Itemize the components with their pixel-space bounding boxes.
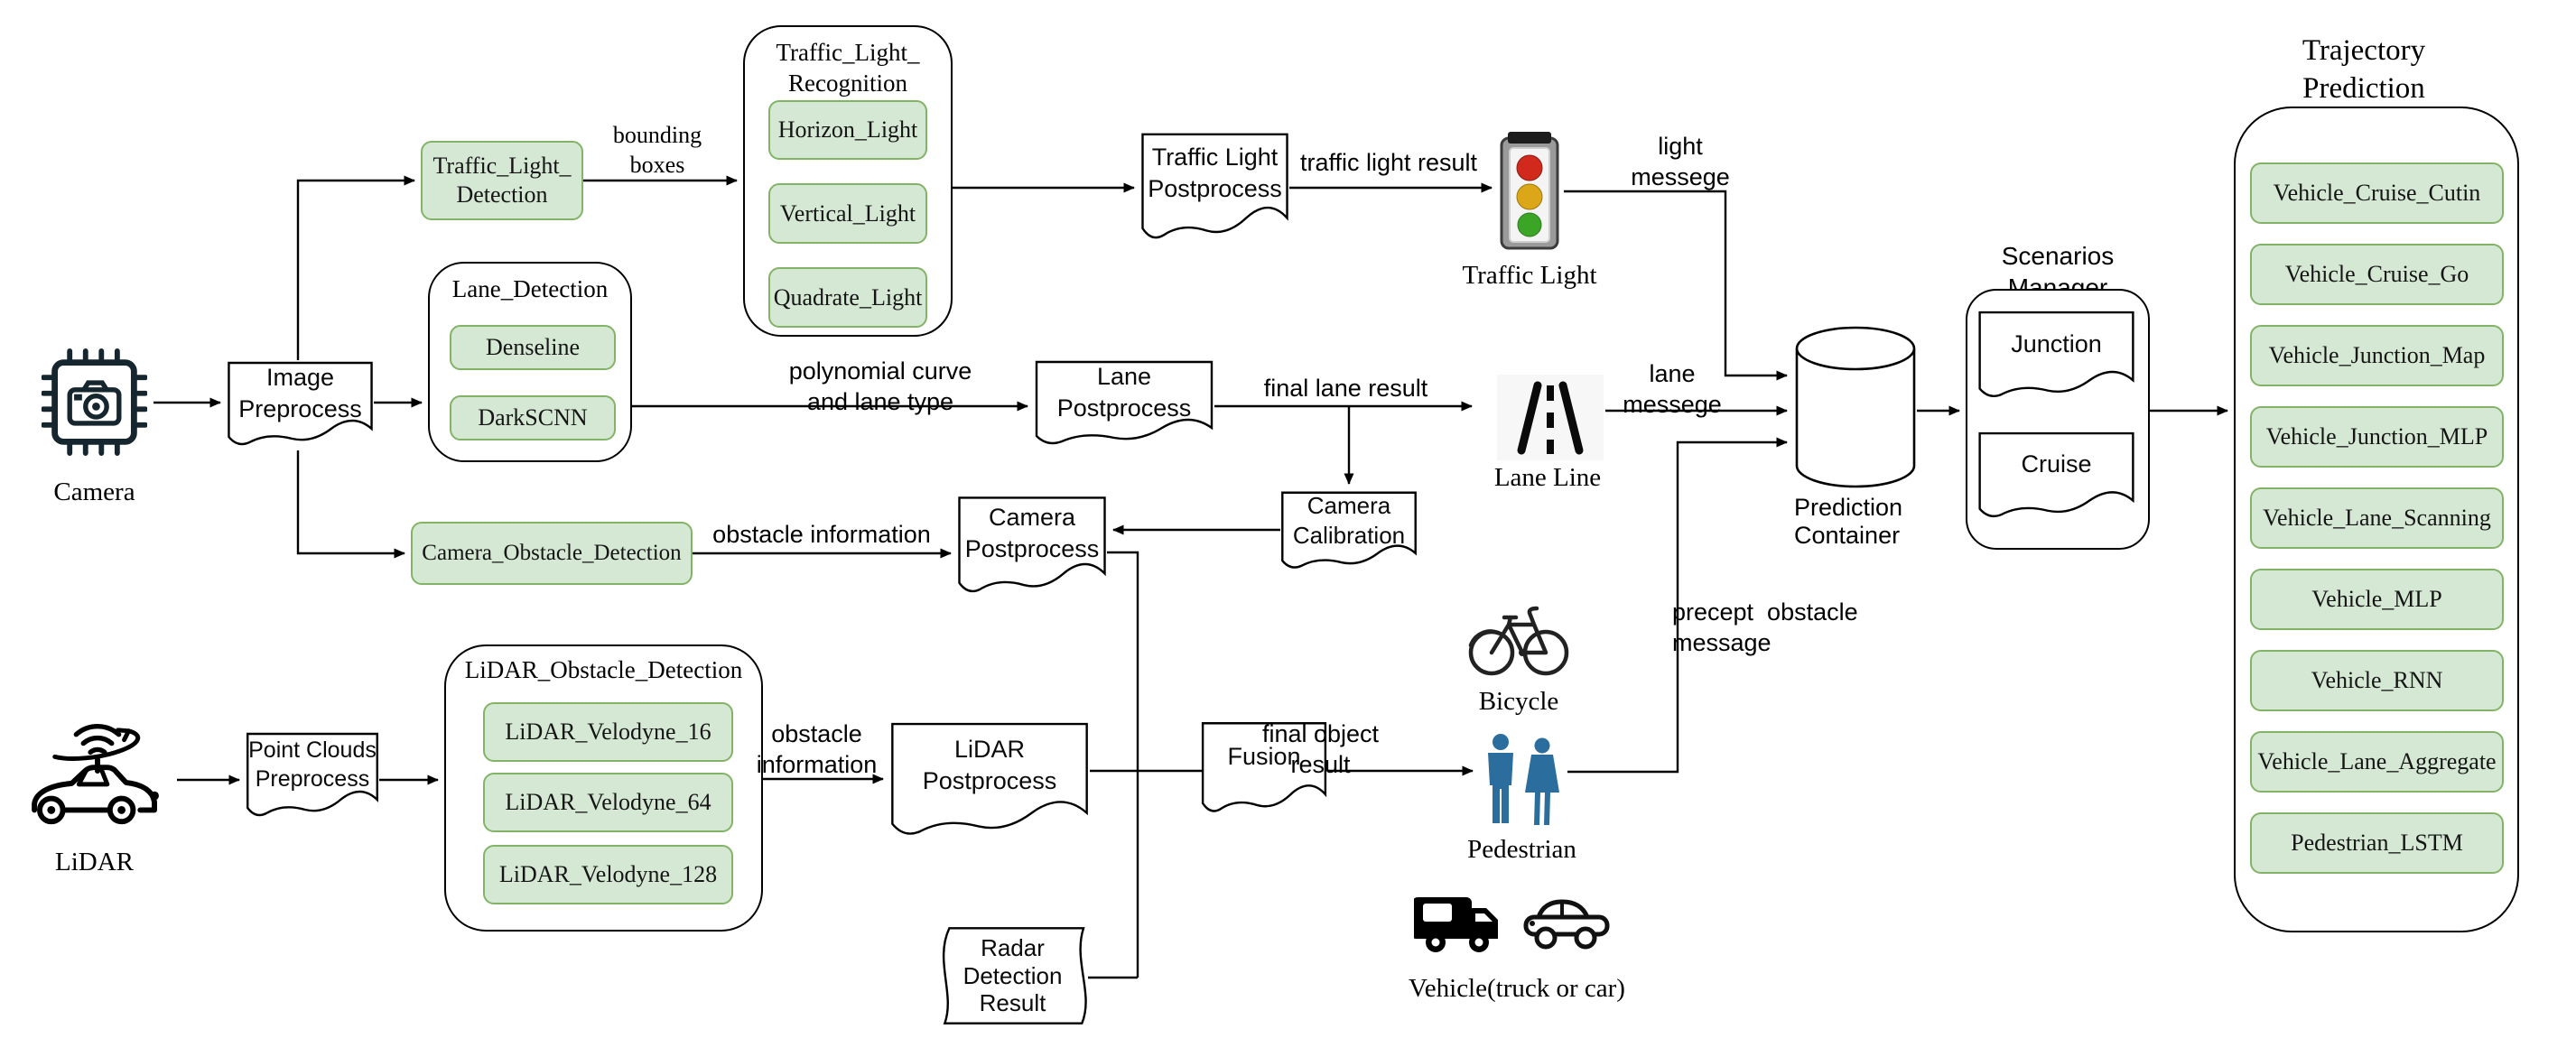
traffic-light-postprocess-label: Traffic Light Postprocess: [1148, 144, 1282, 202]
camera-obstacle-detection-module: Camera_Obstacle_Detection: [411, 522, 693, 585]
document-shape: [1280, 490, 1418, 573]
edge-camera-postprocess-down: [1107, 551, 1139, 978]
precept-obstacle-message-label: precept obstacle message: [1672, 598, 1858, 656]
trajectory-item-vehicle-cruise-go: Vehicle_Cruise_Go: [2250, 244, 2504, 305]
document-shape: [1201, 720, 1327, 818]
edge-image-preprocess-to-camera-obstacle-detection: [296, 450, 405, 559]
traffic-light-result-label: traffic light result: [1299, 149, 1478, 176]
lane-detection-title: Lane_Detection: [451, 274, 609, 302]
lane-postprocess-label: Lane Postprocess: [1056, 363, 1192, 422]
document-shape: [957, 495, 1107, 598]
horizon-light-module: Horizon_Light: [768, 100, 927, 160]
trajectory-item-vehicle-lane-aggregate: Vehicle_Lane_Aggregate: [2250, 731, 2504, 793]
point-clouds-preprocess-node: Point Clouds Preprocess: [246, 731, 379, 821]
radar-detection-result-label: Radar Detection Result: [963, 933, 1063, 1017]
document-shape: [1034, 359, 1214, 450]
lidar-car-icon: [22, 718, 173, 835]
bounding-boxes-label: bounding boxes: [612, 122, 702, 178]
lidar-label: LiDAR: [55, 847, 134, 876]
tape-shape: [937, 925, 1088, 1026]
vertical-light-module: Vertical_Light: [768, 183, 927, 244]
document-shape: [889, 720, 1090, 842]
lane-messege-label: lane messege: [1623, 359, 1722, 418]
lidar-velodyne-128-module: LiDAR_Velodyne_128: [483, 845, 733, 904]
document-shape: [1140, 131, 1289, 246]
camera-postprocess-label: Camera Postprocess: [964, 504, 1100, 562]
final-object-result-label: final object result: [1261, 719, 1380, 778]
lidar-velodyne-16-module: LiDAR_Velodyne_16: [483, 702, 733, 762]
fusion-node: Fusion: [1201, 720, 1327, 818]
vehicle-icons: [1414, 886, 1620, 964]
bicycle-label: Bicycle: [1478, 686, 1559, 716]
camera-chip-icon: [42, 348, 147, 456]
car-icon: [1523, 899, 1610, 950]
traffic-light-detection-module: Traffic_Light_ Detection: [421, 141, 583, 220]
traffic-light-yellow: [1516, 183, 1543, 210]
fusion-label: Fusion: [1227, 742, 1301, 770]
trajectory-item-pedestrian-lstm: Pedestrian_LSTM: [2250, 812, 2504, 874]
lane-line-label: Lane Line: [1493, 462, 1602, 492]
light-messege-label: light messege: [1631, 132, 1730, 190]
document-shape: [246, 731, 379, 821]
pedestrian-man: [1488, 734, 1513, 823]
radar-detection-result-node: Radar Detection Result: [937, 925, 1088, 1026]
edge-pedestrian-to-prediction-container: [1567, 437, 1788, 774]
trajectory-item-vehicle-junction-map: Vehicle_Junction_Map: [2250, 325, 2504, 386]
traffic-light-icon: [1499, 129, 1560, 251]
camera-calibration-label: Camera Calibration: [1292, 491, 1406, 550]
obstacle-information-camera-label: obstacle information: [712, 521, 931, 548]
image-preprocess-label: Image Preprocess: [238, 364, 362, 422]
quadrate-light-module: Quadrate_Light: [768, 267, 927, 328]
darkscnn-module: DarkSCNN: [450, 395, 616, 440]
prediction-container-label: Prediction Container: [1794, 494, 1903, 549]
pedestrian-label: Pedestrian: [1467, 834, 1576, 864]
traffic-light-postprocess-node: Traffic Light Postprocess: [1140, 131, 1289, 246]
edge-image-preprocess-to-traffic-light-detection: [296, 175, 415, 360]
cylinder-shape: [1795, 326, 1916, 488]
camera-calibration-node: Camera Calibration: [1280, 490, 1418, 573]
junction-node: Junction: [1977, 310, 2135, 403]
truck-icon: [1414, 897, 1498, 952]
prediction-container-node: Prediction Container: [1794, 325, 1917, 549]
document-shape: [1977, 431, 2135, 523]
traffic-light-label: Traffic Light: [1462, 260, 1597, 290]
camera-label: Camera: [53, 477, 135, 506]
traffic-light-red: [1516, 154, 1543, 181]
edge-traffic-light-to-prediction-container: [1564, 190, 1788, 381]
trajectory-item-vehicle-cruise-cutin: Vehicle_Cruise_Cutin: [2250, 162, 2504, 224]
junction-label: Junction: [2011, 329, 2102, 357]
cruise-label: Cruise: [2021, 450, 2092, 478]
bicycle-icon: [1468, 596, 1569, 679]
point-clouds-preprocess-label: Point Clouds Preprocess: [248, 737, 377, 792]
lidar-obstacle-detection-title: LiDAR_Obstacle_Detection: [464, 655, 743, 683]
final-lane-result-label: final lane result: [1263, 375, 1428, 402]
polynomial-curve-label: polynomial curve and lane type: [788, 357, 972, 415]
trajectory-prediction-title: Trajectory Prediction: [2302, 34, 2426, 105]
trajectory-item-vehicle-mlp: Vehicle_MLP: [2250, 569, 2504, 630]
camera-postprocess-node: Camera Postprocess: [957, 495, 1107, 598]
denseline-module: Denseline: [450, 325, 616, 370]
lane-postprocess-node: Lane Postprocess: [1034, 359, 1214, 450]
scenarios-manager-title: Scenarios Manager: [2001, 241, 2115, 301]
obstacle-information-lidar-label: obstacle information: [756, 719, 878, 778]
traffic-light-green: [1517, 212, 1542, 237]
lidar-postprocess-node: LiDAR Postprocess: [889, 720, 1090, 842]
trajectory-item-vehicle-rnn: Vehicle_RNN: [2250, 650, 2504, 711]
lidar-postprocess-label: LiDAR Postprocess: [922, 736, 1057, 794]
pedestrian-icon: [1479, 733, 1565, 830]
document-shape: [227, 360, 374, 450]
lidar-velodyne-64-module: LiDAR_Velodyne_64: [483, 773, 733, 832]
trajectory-item-vehicle-junction-mlp: Vehicle_Junction_MLP: [2250, 406, 2504, 468]
lane-line-icon: [1497, 375, 1604, 460]
trajectory-item-vehicle-lane-scanning: Vehicle_Lane_Scanning: [2250, 487, 2504, 549]
cruise-node: Cruise: [1977, 431, 2135, 523]
traffic-light-recognition-title: Traffic_Light_ Recognition: [776, 38, 920, 97]
vehicle-label: Vehicle(truck or car): [1409, 973, 1625, 1003]
document-shape: [1977, 310, 2135, 403]
pedestrian-woman: [1525, 737, 1559, 825]
image-preprocess-node: Image Preprocess: [227, 360, 374, 450]
